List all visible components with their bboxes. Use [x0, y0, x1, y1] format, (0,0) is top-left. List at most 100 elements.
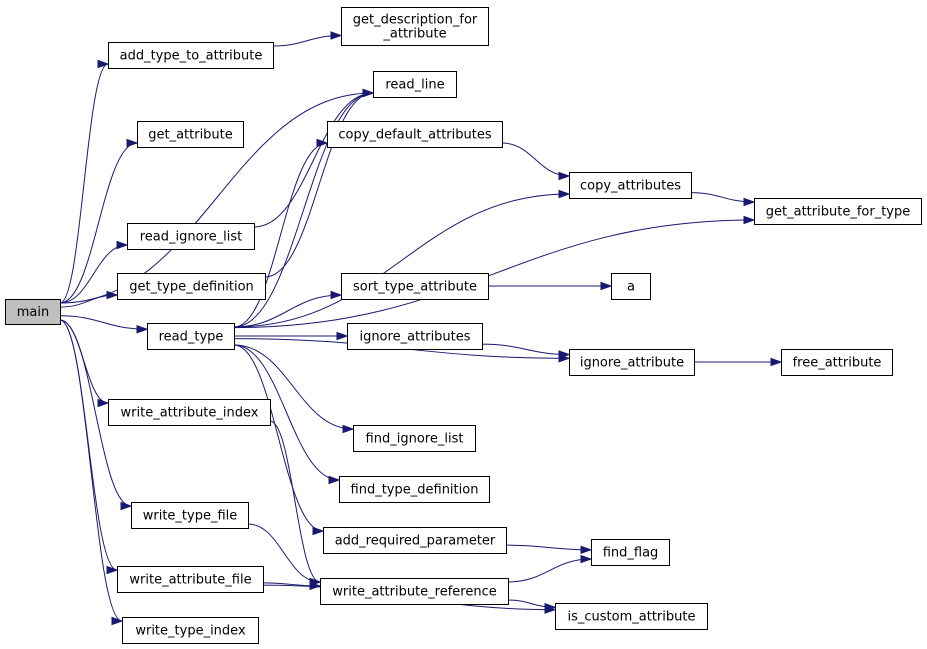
node-label-get_attribute: get_attribute [148, 128, 233, 143]
node-label-read_type: read_type [159, 330, 224, 345]
node-box-find_type_definition [339, 476, 490, 503]
node-label-copy_default_attributes: copy_default_attributes [338, 128, 491, 143]
arrowhead-main-to-add_type_to_attribute [97, 59, 110, 69]
node-box-a [611, 273, 651, 300]
node-add_type_to_attribute[interactable]: add_type_to_attribute [108, 42, 274, 69]
node-box-get_description_for_attribute [341, 7, 489, 46]
node-read_line[interactable]: read_line [373, 71, 457, 98]
node-label-copy_attributes: copy_attributes [580, 179, 681, 194]
node-main[interactable]: main [5, 299, 61, 325]
edge-read_type-to-sort_type_attribute [233, 294, 342, 328]
node-read_type[interactable]: read_type [147, 323, 235, 350]
node-box-find_ignore_list [353, 425, 476, 452]
arrowhead-read_type-to-copy_default_attributes [316, 138, 329, 148]
node-get_type_definition[interactable]: get_type_definition [117, 273, 266, 300]
node-box-ignore_attribute [569, 349, 695, 376]
edge-main-to-get_attribute [59, 142, 138, 304]
node-box-sort_type_attribute [341, 273, 489, 300]
node-write_type_file[interactable]: write_type_file [131, 502, 249, 529]
node-write_type_index[interactable]: write_type_index [122, 617, 259, 644]
arrowhead-main-to-get_type_definition [106, 290, 119, 300]
node-box-read_type [147, 323, 235, 350]
node-box-read_line [373, 71, 457, 98]
arrowhead-main-to-write_attribute_file [106, 565, 119, 575]
node-box-main [5, 299, 61, 325]
node-read_ignore_list[interactable]: read_ignore_list [127, 223, 255, 250]
node-get_attribute[interactable]: get_attribute [137, 121, 244, 148]
node-label-write_type_index: write_type_index [135, 624, 246, 639]
node-get_attribute_for_type[interactable]: get_attribute_for_type [754, 198, 922, 225]
node-find_ignore_list[interactable]: find_ignore_list [353, 425, 476, 452]
call-edges [59, 31, 783, 626]
node-label-get_attribute_for_type: get_attribute_for_type [766, 205, 910, 220]
node-label-read_line: read_line [385, 78, 444, 93]
node-write_attribute_file[interactable]: write_attribute_file [117, 566, 264, 593]
node-label-write_attribute_file: write_attribute_file [129, 573, 251, 588]
node-sort_type_attribute[interactable]: sort_type_attribute [341, 273, 489, 300]
node-find_flag[interactable]: find_flag [591, 539, 670, 566]
node-write_attribute_index[interactable]: write_attribute_index [108, 399, 271, 426]
node-box-is_custom_attribute [555, 603, 708, 630]
node-ignore_attribute[interactable]: ignore_attribute [569, 349, 695, 376]
node-box-ignore_attributes [347, 323, 483, 350]
node-is_custom_attribute[interactable]: is_custom_attribute [555, 603, 708, 630]
node-label-free_attribute: free_attribute [793, 356, 882, 371]
node-label-a: a [627, 280, 635, 295]
node-label-write_attribute_reference: write_attribute_reference [332, 585, 496, 600]
arrowhead-read_type-to-find_ignore_list [342, 424, 355, 434]
arrowhead-read_type-to-get_attribute_for_type [743, 215, 756, 225]
edge-add_required_parameter-to-find_flag [505, 544, 592, 551]
node-box-find_flag [591, 539, 670, 566]
edge-main-to-read_ignore_list [59, 244, 128, 304]
node-label-read_ignore_list: read_ignore_list [140, 230, 242, 245]
function-nodes: main add_type_to_attribute get_description… [5, 7, 922, 644]
arrowhead-read_type-to-add_required_parameter [312, 526, 325, 536]
edge-copy_default_attributes-to-copy_attributes [501, 142, 570, 177]
edge-write_attribute_reference-to-find_flag [507, 558, 592, 583]
edge-read_type-to-copy_default_attributes [233, 142, 328, 328]
edge-read_type-to-get_attribute_for_type [233, 219, 755, 329]
node-label-sort_type_attribute: sort_type_attribute [353, 280, 477, 295]
arrowhead-copy_default_attributes-to-copy_attributes [558, 171, 571, 181]
node-copy_default_attributes[interactable]: copy_default_attributes [327, 121, 503, 148]
node-a[interactable]: a [611, 273, 651, 300]
node-box-read_ignore_list [127, 223, 255, 250]
arrowhead-main-to-write_type_file [120, 501, 133, 511]
node-label-find_type_definition: find_type_definition [351, 483, 479, 498]
node-box-add_required_parameter [323, 527, 507, 554]
node-box-add_type_to_attribute [108, 42, 274, 69]
node-box-free_attribute [781, 349, 893, 376]
arrowhead-read_type-to-find_type_definition [328, 475, 341, 485]
node-label-get_type_definition: get_type_definition [129, 280, 254, 295]
node-find_type_definition[interactable]: find_type_definition [339, 476, 490, 503]
node-copy_attributes[interactable]: copy_attributes [569, 172, 692, 199]
edge-ignore_attributes-to-ignore_attribute [481, 343, 570, 356]
edge-read_ignore_list-to-read_line [253, 92, 374, 228]
edge-read_type-to-add_required_parameter [233, 344, 324, 532]
node-label-get_description_for_attribute: _attribute [382, 27, 446, 42]
node-label-add_required_parameter: add_required_parameter [335, 534, 496, 549]
node-write_attribute_reference[interactable]: write_attribute_reference [320, 578, 509, 605]
node-box-write_type_index [122, 617, 259, 644]
arrowhead-main-to-write_attribute_index [97, 398, 110, 408]
edge-get_type_definition-to-read_line [264, 92, 374, 278]
node-free_attribute[interactable]: free_attribute [781, 349, 893, 376]
edge-main-to-read_type [59, 315, 148, 330]
node-label-add_type_to_attribute: add_type_to_attribute [120, 49, 263, 64]
node-box-get_type_definition [117, 273, 266, 300]
edge-main-to-add_type_to_attribute [59, 63, 109, 304]
arrowhead-ignore_attribute-to-free_attribute [770, 357, 783, 367]
node-box-write_type_file [131, 502, 249, 529]
arrowhead-copy_attributes-to-get_attribute_for_type [743, 197, 756, 207]
arrowhead-add_required_parameter-to-find_flag [580, 545, 593, 555]
arrowhead-main-to-get_attribute [126, 138, 139, 148]
arrowhead-sort_type_attribute-to-a [600, 281, 613, 291]
node-add_required_parameter[interactable]: add_required_parameter [323, 527, 507, 554]
node-label-find_ignore_list: find_ignore_list [366, 432, 464, 447]
node-ignore_attributes[interactable]: ignore_attributes [347, 323, 483, 350]
node-label-ignore_attributes: ignore_attributes [359, 330, 470, 345]
arrowhead-add_type_to_attribute-to-get_description_for_attribute [330, 31, 343, 40]
node-get_description_for_attribute[interactable]: get_description_for_attribute [341, 7, 489, 46]
node-box-get_attribute_for_type [754, 198, 922, 225]
